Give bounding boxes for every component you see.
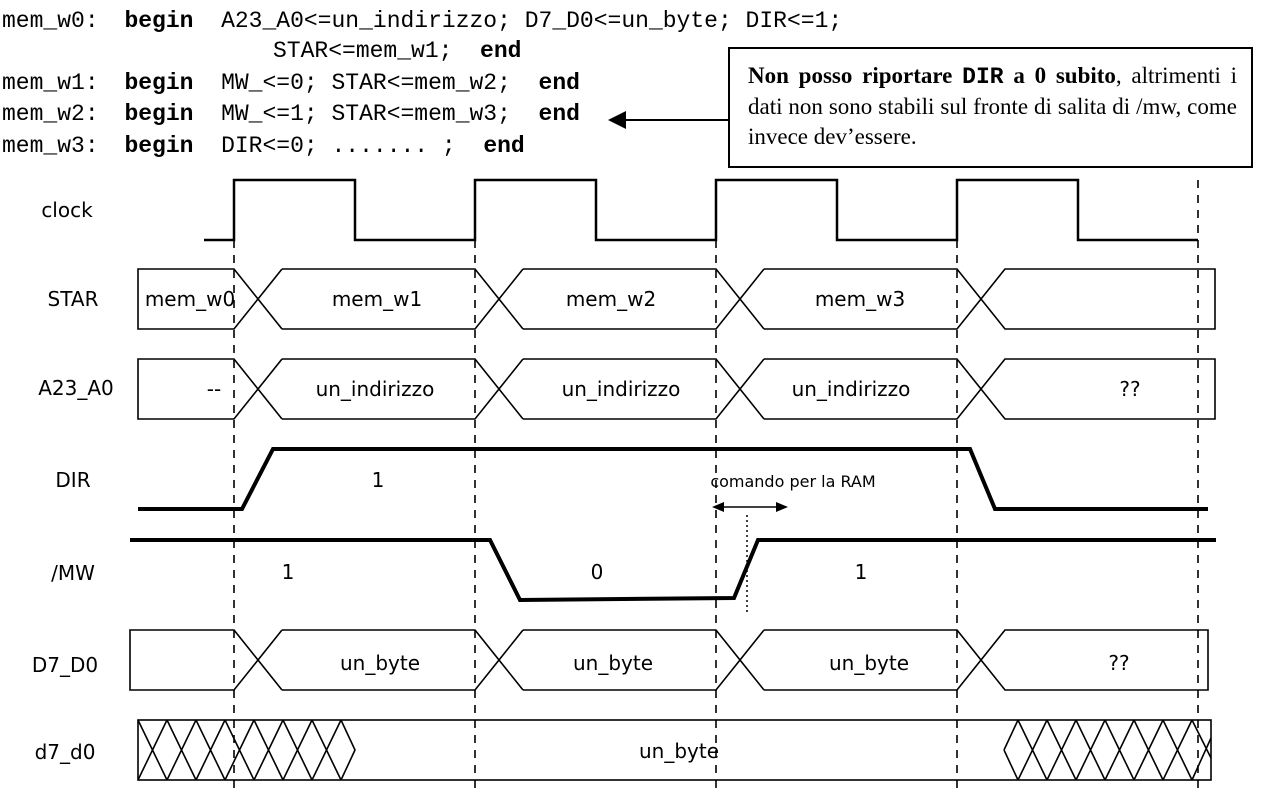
code-label: mem_w1: — [2, 70, 99, 96]
note-arrow-head — [608, 111, 626, 129]
code-label: mem_w2: — [2, 101, 99, 127]
star-seg-4 — [979, 268, 1216, 330]
code-line-1b: STAR<=mem_w1; end — [273, 38, 521, 64]
d7-value-1: un_byte — [573, 651, 653, 675]
star-x3 — [738, 268, 765, 330]
star-bus — [137, 268, 1216, 330]
code-body: STAR<=mem_w1; — [273, 38, 466, 64]
signal-label-star: STAR — [48, 287, 99, 311]
ram-command-arrow-left — [712, 502, 724, 512]
d7low-bus — [137, 719, 1212, 781]
a23-x2 — [497, 358, 524, 420]
star-value-1: mem_w1 — [332, 287, 422, 311]
code-body: MW_<=0; STAR<=mem_w2; — [207, 70, 524, 96]
code-body: MW_<=1; STAR<=mem_w3; — [207, 101, 524, 127]
mw-value-0: 1 — [282, 560, 295, 584]
code-kw-begin: begin — [124, 101, 193, 127]
d7-value-3: ?? — [1108, 651, 1129, 675]
clock-waveform — [204, 178, 1198, 242]
star-value-2: mem_w2 — [566, 287, 656, 311]
mw-waveform — [130, 538, 1216, 603]
code-label: mem_w0: — [2, 8, 99, 34]
code-line-1: mem_w0: begin A23_A0<=un_indirizzo; D7_D… — [2, 8, 842, 34]
a23-x3 — [738, 358, 765, 420]
mw-value-1: 0 — [591, 560, 604, 584]
star-seg-0 — [137, 268, 260, 330]
star-value-3: mem_w3 — [815, 287, 905, 311]
code-body: A23_A0<=un_indirizzo; D7_D0<=un_byte; DI… — [207, 8, 842, 34]
code-body: DIR<=0; ....... ; — [207, 133, 469, 159]
a23-value-2: un_indirizzo — [562, 377, 681, 401]
signal-label-d7low: d7_d0 — [35, 740, 96, 764]
star-x1 — [256, 268, 283, 330]
signal-label-clock: clock — [41, 198, 93, 222]
note-box: Non posso riportare DIR a 0 subito, altr… — [728, 47, 1253, 168]
d7-seg-4 — [979, 629, 1209, 691]
signal-label-a23: A23_A0 — [38, 376, 114, 400]
d7-value-0: un_byte — [340, 651, 420, 675]
code-kw-end: end — [480, 38, 521, 64]
ram-command-label: comando per la RAM — [710, 472, 875, 491]
code-kw-begin: begin — [124, 133, 193, 159]
d7-value-2: un_byte — [829, 651, 909, 675]
code-line-4: mem_w3: begin DIR<=0; ....... ; end — [2, 133, 525, 159]
code-line-2: mem_w1: begin MW_<=0; STAR<=mem_w2; end — [2, 70, 580, 96]
d7-x3 — [738, 629, 765, 691]
signal-label-d7: D7_D0 — [32, 653, 98, 677]
d7low-undefined-left — [137, 719, 356, 781]
code-kw-begin: begin — [124, 70, 193, 96]
a23-seg-4 — [979, 358, 1216, 420]
d7low-value: un_byte — [639, 739, 719, 763]
dir-value: 1 — [372, 468, 385, 492]
mw-value-2: 1 — [855, 560, 868, 584]
d7-seg-0 — [129, 629, 260, 691]
a23-bus — [137, 358, 1216, 420]
a23-value-4: ?? — [1119, 377, 1140, 401]
code-kw-end: end — [539, 101, 580, 127]
a23-seg-0 — [137, 358, 260, 420]
note-bold-1: Non posso riportare — [748, 63, 963, 88]
a23-x1 — [256, 358, 283, 420]
note-dir-keyword: DIR — [962, 64, 1004, 90]
code-kw-end: end — [539, 70, 580, 96]
d7-bus — [129, 629, 1209, 691]
star-x2 — [497, 268, 524, 330]
d7-x2 — [497, 629, 524, 691]
code-kw-end: end — [483, 133, 524, 159]
code-kw-begin: begin — [124, 8, 193, 34]
code-label: mem_w3: — [2, 133, 99, 159]
ram-command-arrow-right — [776, 502, 788, 512]
a23-value-1: un_indirizzo — [316, 377, 435, 401]
star-value-0: mem_w0 — [145, 287, 235, 311]
code-line-3: mem_w2: begin MW_<=1; STAR<=mem_w3; end — [2, 101, 580, 127]
d7low-undefined-right — [1003, 719, 1212, 781]
clock-edge-guides — [233, 180, 1199, 795]
a23-value-3: un_indirizzo — [792, 377, 911, 401]
d7low-frame — [137, 719, 1212, 781]
signal-label-dir: DIR — [55, 468, 90, 492]
signal-label-mw: /MW — [51, 561, 95, 585]
note-text: , altrimenti i dati non sono stabili sul… — [748, 63, 1237, 149]
note-bold-2: a 0 subito — [1003, 63, 1116, 88]
dir-waveform — [138, 447, 1208, 511]
a23-value-0: -- — [207, 377, 221, 401]
d7-x1 — [256, 629, 283, 691]
